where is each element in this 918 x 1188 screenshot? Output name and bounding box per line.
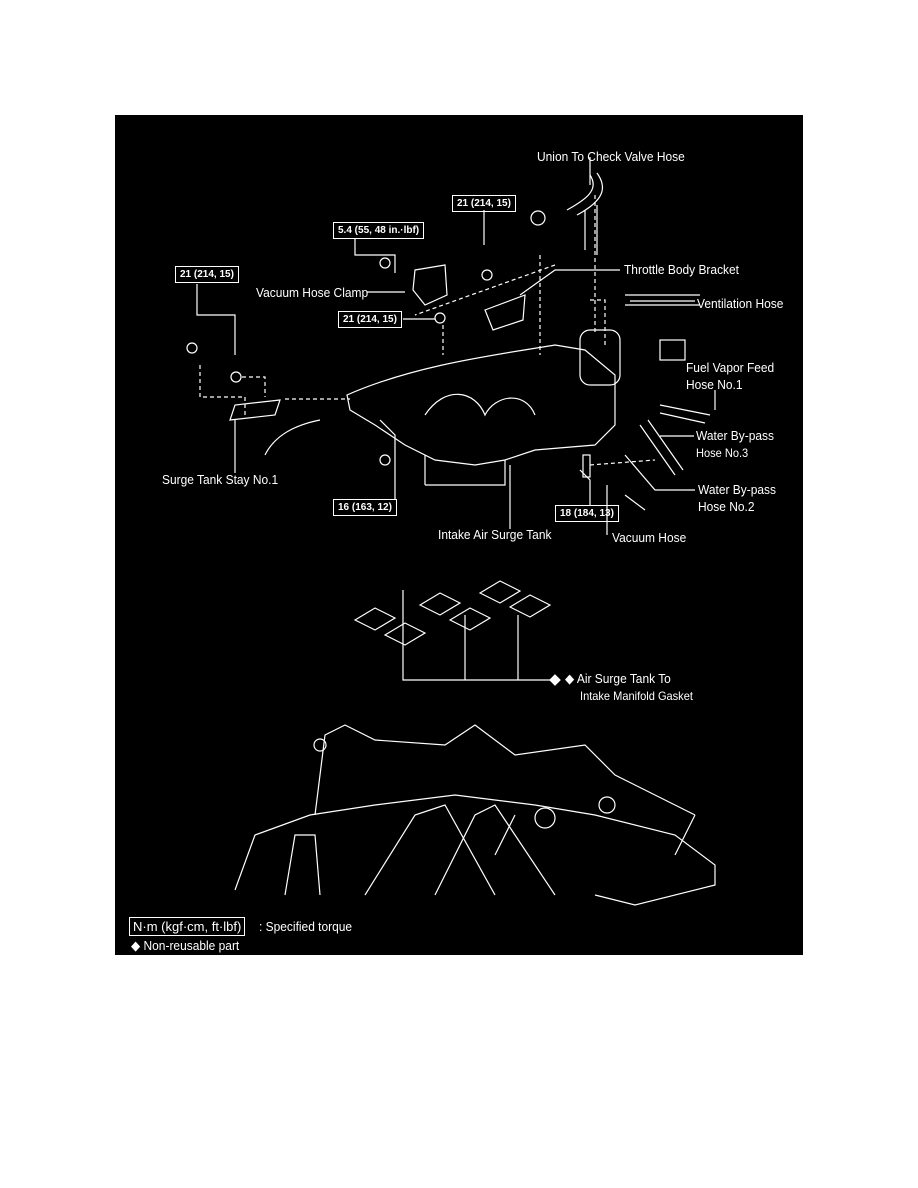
label-surge-tank-stay: Surge Tank Stay No.1: [162, 472, 279, 487]
torque-spec-stay-bolt: 21 (214, 15): [175, 266, 239, 283]
label-fuel-vapor-2: Hose No.1: [686, 377, 743, 392]
label-gasket-line1: ◆ Air Surge Tank To: [565, 671, 671, 686]
torque-spec-union-bolt: 21 (214, 15): [452, 195, 516, 212]
label-water-bypass-3-line1: Water By-pass: [696, 428, 774, 443]
leader-lines: [196, 157, 716, 681]
torque-spec-lower-nut: 16 (163, 12): [333, 499, 397, 516]
nonreusable-diamond-marker: [549, 674, 561, 686]
torque-spec-clamp-bolt: 5.4 (55, 48 in.·lbf): [333, 222, 425, 239]
engine-outline: [234, 724, 716, 906]
parts-illustration: [186, 157, 716, 906]
legend-torque-text: : Specified torque: [259, 919, 353, 934]
torque-spec-lower-stud: 18 (184, 13): [555, 505, 619, 522]
legend-nonreusable: ◆ Non-reusable part: [131, 938, 240, 953]
label-surge-tank: Intake Air Surge Tank: [438, 527, 552, 542]
diagram-panel: 21 (214, 15) 5.4 (55, 48 in.·lbf) 21 (21…: [115, 115, 803, 955]
label-fuel-vapor-1: Fuel Vapor Feed: [686, 360, 775, 375]
legend-torque-unit: N·m (kgf·cm, ft·lbf): [129, 917, 246, 936]
label-gasket-line2: Intake Manifold Gasket: [580, 689, 693, 703]
label-vacuum-clamp: Vacuum Hose Clamp: [256, 285, 369, 300]
label-water-bypass-3-line2: Hose No.3: [696, 446, 749, 460]
label-vacuum-hose: Vacuum Hose: [612, 530, 687, 545]
gasket-shapes: [353, 580, 552, 646]
label-throttle-bracket: Throttle Body Bracket: [624, 262, 739, 277]
torque-spec-bracket-bolt: 21 (214, 15): [338, 311, 402, 328]
label-union-hose: Union To Check Valve Hose: [537, 149, 685, 164]
label-ventilation-hose: Ventilation Hose: [697, 296, 784, 311]
label-water-bypass-2-line1: Water By-pass: [698, 482, 776, 497]
label-water-bypass-2-line2: Hose No.2: [698, 499, 755, 514]
